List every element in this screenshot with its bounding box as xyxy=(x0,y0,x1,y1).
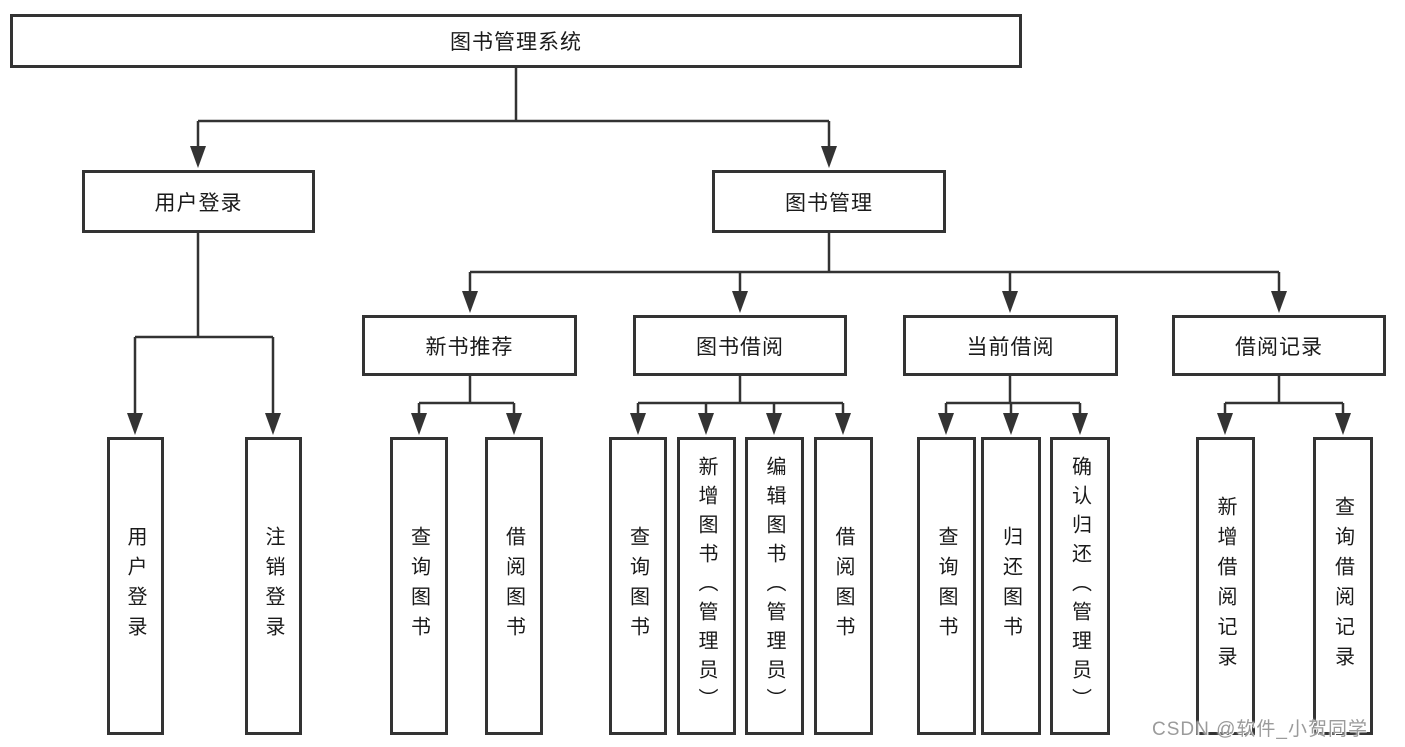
node-label: 查询图书 xyxy=(407,526,430,646)
node-label: 借阅图书 xyxy=(832,526,854,646)
node-label: 查询图书 xyxy=(935,526,957,646)
node-user-login: 用户登录 xyxy=(82,170,315,233)
node-label: 新书推荐 xyxy=(425,335,514,359)
leaf-query-book-recommend: 查询图书 xyxy=(390,437,448,735)
node-library-management-system: 图书管理系统 xyxy=(10,14,1022,68)
node-label: 查询借阅记录 xyxy=(1331,496,1354,676)
leaf-query-borrow-record: 查询借阅记录 xyxy=(1313,437,1373,735)
leaf-confirm-return-admin: 确认归还（管理员） xyxy=(1050,437,1110,735)
node-label: 图书管理系统 xyxy=(450,31,582,54)
leaf-edit-book-admin: 编辑图书（管理员） xyxy=(745,437,804,735)
leaf-query-book-borrow: 查询图书 xyxy=(609,437,667,735)
node-label: 新增借阅记录 xyxy=(1214,496,1236,676)
node-label: 注销登录 xyxy=(262,526,284,646)
leaf-borrow-book: 借阅图书 xyxy=(814,437,873,735)
arrowheads xyxy=(127,146,1351,435)
node-label: 借阅记录 xyxy=(1235,335,1323,359)
node-label: 确认归还（管理员） xyxy=(1068,455,1091,717)
node-label: 归还图书 xyxy=(999,526,1022,646)
leaf-query-book-current: 查询图书 xyxy=(917,437,976,735)
leaf-logout-login: 注销登录 xyxy=(245,437,302,735)
node-label: 查询图书 xyxy=(626,526,649,646)
node-label: 借阅图书 xyxy=(502,526,525,646)
node-label: 编辑图书（管理员） xyxy=(763,455,785,717)
csdn-watermark: CSDN @软件_小贺同学 xyxy=(1152,719,1368,740)
node-label: 图书管理 xyxy=(785,191,873,215)
leaf-user-login: 用户登录 xyxy=(107,437,164,735)
node-borrow-records: 借阅记录 xyxy=(1172,315,1386,376)
node-label: 新增图书（管理员） xyxy=(695,455,717,717)
node-label: 图书借阅 xyxy=(696,335,784,359)
leaf-return-book: 归还图书 xyxy=(981,437,1041,735)
leaf-borrow-book-recommend: 借阅图书 xyxy=(485,437,543,735)
node-book-borrow: 图书借阅 xyxy=(633,315,847,376)
leaf-add-book-admin: 新增图书（管理员） xyxy=(677,437,736,735)
node-book-management: 图书管理 xyxy=(712,170,946,233)
node-new-book-recommend: 新书推荐 xyxy=(362,315,577,376)
node-label: 当前借阅 xyxy=(966,335,1055,359)
node-label: 用户登录 xyxy=(124,526,146,646)
node-current-borrow: 当前借阅 xyxy=(903,315,1118,376)
node-label: 用户登录 xyxy=(154,191,243,215)
leaf-add-borrow-record: 新增借阅记录 xyxy=(1196,437,1255,735)
